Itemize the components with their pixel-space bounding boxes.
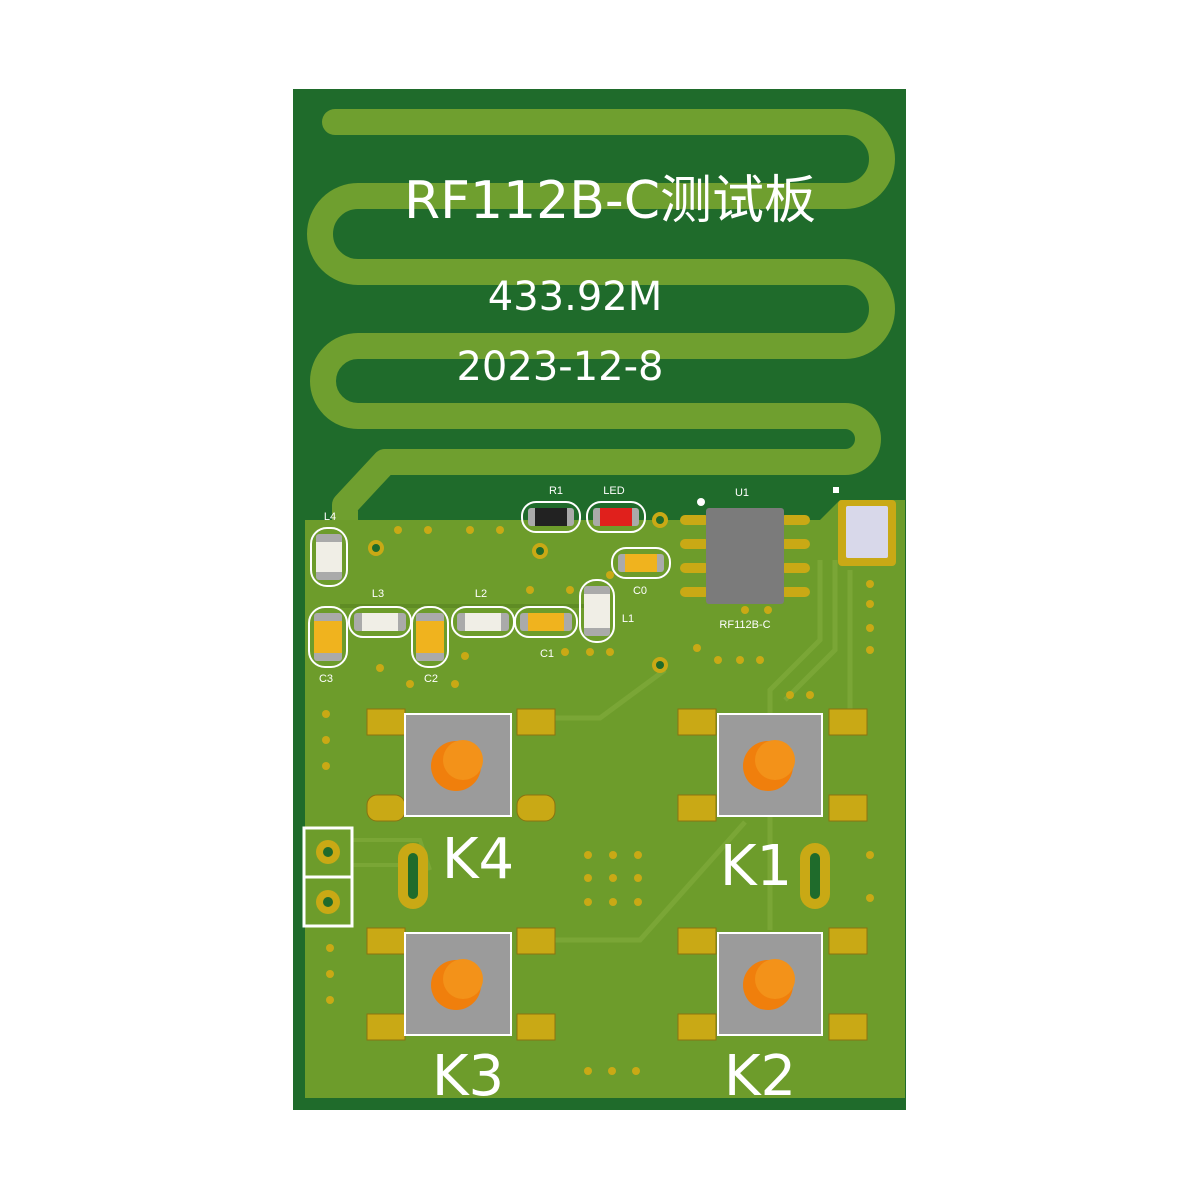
k2-label: K2 (724, 1044, 796, 1109)
pin1-marker (697, 498, 705, 506)
switch-k4[interactable] (366, 708, 556, 822)
l1-label: L1 (622, 613, 634, 625)
c2-outline (411, 606, 449, 668)
frequency-label: 433.92M (488, 274, 662, 320)
c0-body (625, 554, 657, 572)
date-label: 2023-12-8 (456, 344, 663, 390)
l3-body (362, 613, 398, 631)
l3-label: L3 (372, 588, 384, 600)
meander-antenna (307, 109, 895, 543)
l1-outline (579, 579, 615, 643)
u1-pins-left (680, 515, 710, 597)
c2-body (416, 621, 444, 653)
slot-left-hole (408, 853, 418, 899)
stitching-vias (322, 526, 874, 1075)
led-label: LED (603, 485, 624, 497)
crystal-marker (833, 487, 839, 493)
r1-label: R1 (549, 485, 563, 497)
trace-k4-u1 (555, 667, 667, 721)
via-hole (372, 544, 380, 552)
c3-label: C3 (319, 673, 333, 685)
c1-outline (514, 606, 578, 638)
l4-label: L4 (324, 511, 336, 523)
led-body (600, 508, 632, 526)
l1-body (584, 594, 610, 628)
l4-body (316, 542, 342, 572)
switch-k2[interactable] (677, 927, 868, 1041)
via-hole (656, 661, 664, 669)
u1-label: U1 (735, 487, 749, 499)
k4-label: K4 (442, 827, 514, 892)
k3-label: K3 (432, 1044, 504, 1109)
crystal-body (846, 506, 888, 558)
l2-label: L2 (475, 588, 487, 600)
switch-k1[interactable] (677, 708, 868, 822)
header-pin-2-hole (323, 897, 333, 907)
c0-outline (611, 547, 671, 579)
switch-k3[interactable] (366, 927, 556, 1041)
k1-label: K1 (720, 834, 792, 899)
u1-body (706, 508, 784, 604)
c3-body (314, 621, 342, 653)
c1-label: C1 (540, 648, 554, 660)
header-pin-1-hole (323, 847, 333, 857)
c2-label: C2 (424, 673, 438, 685)
l4-outline (310, 527, 348, 587)
l2-body (465, 613, 501, 631)
u1-part-label: RF112B-C (719, 619, 770, 631)
c0-label: C0 (633, 585, 647, 597)
c1-body (528, 613, 564, 631)
u1-pins-right (780, 515, 810, 597)
trace-k1 (783, 560, 838, 702)
led-outline (586, 501, 646, 533)
via-hole (536, 547, 544, 555)
r1-outline (521, 501, 581, 533)
l3-outline (348, 606, 412, 638)
c3-outline (308, 606, 348, 668)
board-title: RF112B-C测试板 (404, 171, 816, 231)
r1-body (535, 508, 567, 526)
trace-k3-k1 (555, 820, 747, 943)
slot-right-hole (810, 853, 820, 899)
via-hole (656, 516, 664, 524)
